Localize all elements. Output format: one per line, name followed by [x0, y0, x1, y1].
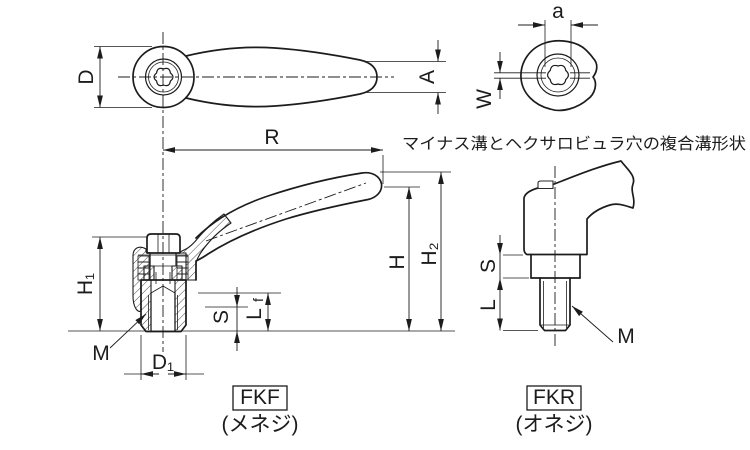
detail-recess-inner	[540, 57, 576, 93]
fkr-threaded-stud	[539, 277, 571, 332]
fkr-collar	[530, 253, 581, 279]
dim-label-D: D	[75, 69, 98, 84]
fkr-code-box	[526, 385, 582, 411]
thread-label-fkf: M	[92, 342, 110, 365]
retaining-nut	[146, 233, 181, 254]
thread-leader-fkr	[571, 305, 614, 343]
dim-label-Lf-main: L	[243, 308, 266, 320]
dim-label-D1: D₁	[152, 351, 174, 374]
fkr-code: FKR	[533, 386, 575, 409]
hub-right-wall-section	[179, 213, 232, 281]
dim-label-H: H	[386, 254, 409, 269]
bushing-right-wall-section	[174, 279, 187, 333]
fkf-code: FKF	[240, 386, 280, 409]
dim-label-A: A	[416, 70, 439, 84]
dim-label-Lf-sub: f	[250, 298, 266, 302]
fkr-set-screw-tab	[537, 180, 554, 190]
dim-label-S: S	[210, 310, 233, 324]
dim-label-L-side: L	[477, 299, 500, 311]
dim-label-a: a	[552, 0, 564, 23]
fkr-hub-outline	[523, 160, 635, 256]
torx-star-icon	[153, 67, 174, 87]
front-view-fkf: R H₁ S L f D₁ M H H₂ FKF	[68, 32, 455, 436]
bushing-left-wall-section	[140, 279, 152, 333]
dim-label-S-side: S	[477, 259, 500, 273]
fkf-handle-centerline	[205, 182, 367, 242]
dim-label-H2: H₂	[418, 242, 441, 265]
detail-torx-star-icon	[547, 64, 569, 86]
side-view-fkr: S L M FKR (オネジ)	[477, 160, 635, 436]
thread-label-fkr: M	[617, 325, 635, 348]
lever-head-outline	[132, 45, 195, 109]
dim-label-H1: H₁	[74, 273, 97, 295]
fkr-thread-type: (オネジ)	[516, 413, 593, 436]
top-view: D A	[75, 40, 446, 114]
sleeve-flange-right	[171, 265, 183, 281]
torx-recess-outer	[144, 58, 183, 96]
thread-leader-fkf	[109, 313, 147, 349]
dim-label-W: W	[473, 89, 496, 109]
lever-handle-outline	[185, 46, 378, 108]
fkf-thread-type: (メネジ)	[222, 413, 299, 436]
detail-break-outline	[520, 40, 598, 112]
detail-recess-outer	[536, 53, 580, 97]
detail-caption: マイナス溝とヘクサロビュラ穴の複合溝形状	[402, 135, 746, 153]
fkf-handle-outline	[195, 171, 383, 281]
fkf-code-box	[232, 385, 288, 411]
detail-view: a W マイナス溝とヘクサロビュラ穴の複合溝形状	[402, 0, 746, 153]
dim-label-R: R	[264, 126, 279, 149]
sleeve-flange-left	[143, 265, 155, 281]
torx-recess-inner	[148, 61, 179, 93]
